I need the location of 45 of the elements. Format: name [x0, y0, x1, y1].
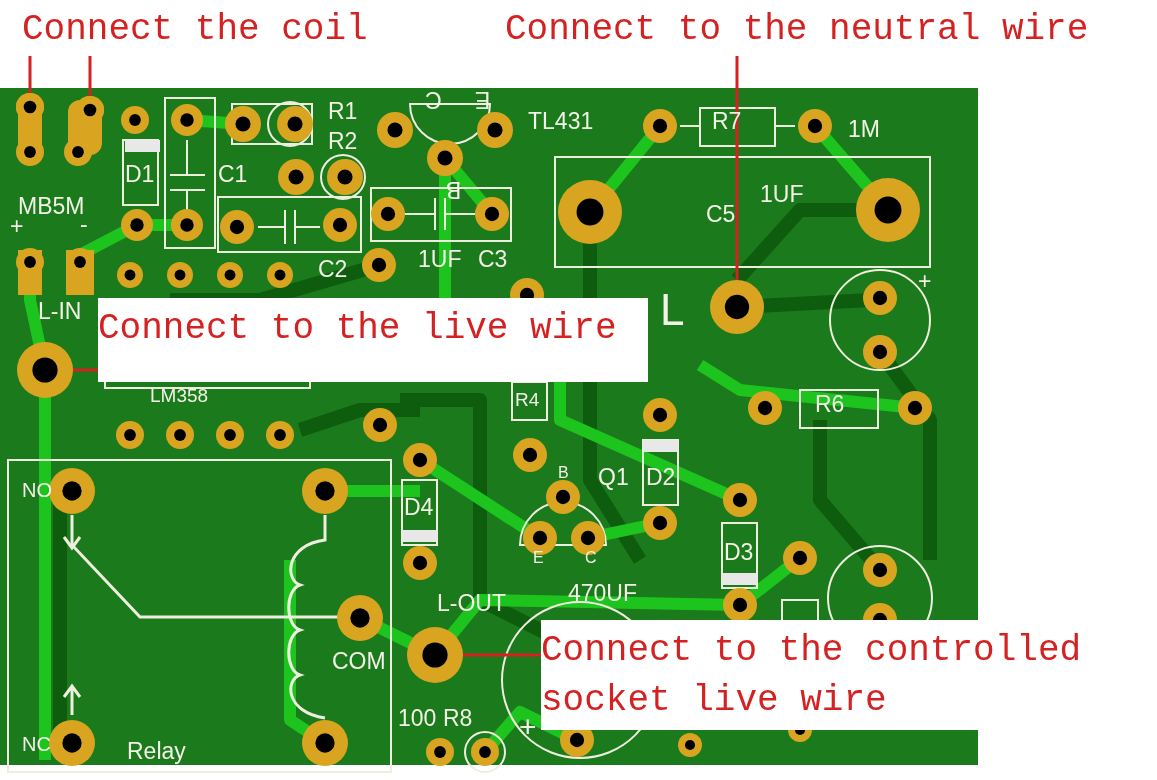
silkscreen-label: B: [446, 178, 462, 201]
silkscreen-label: 100: [398, 707, 437, 730]
silkscreen-label: D4: [404, 496, 434, 519]
silkscreen-label: D3: [724, 541, 754, 564]
silkscreen-label: L-OUT: [437, 592, 506, 615]
silkscreen-label: C1: [218, 163, 248, 186]
leader-line: [28, 56, 32, 93]
leader-line: [735, 56, 739, 280]
silkscreen-label: +: [10, 215, 24, 238]
silkscreen-label: 470UF: [568, 582, 638, 605]
silkscreen-label: COM: [332, 650, 386, 673]
silkscreen-label: E: [475, 88, 491, 111]
annotation-text: Connect to the neutral wire: [505, 4, 1103, 56]
silkscreen-label: TL431: [528, 110, 594, 133]
annotation-text: Connect the coil: [22, 4, 374, 56]
silkscreen-label: C2: [318, 258, 348, 281]
solder-pad: [17, 342, 73, 398]
silkscreen-label: L-IN: [38, 300, 82, 323]
leader-line: [463, 653, 541, 657]
silkscreen-label: R1: [328, 100, 358, 123]
silkscreen-label: C5: [706, 203, 736, 226]
leader-line: [88, 56, 92, 96]
silkscreen-label: R6: [815, 393, 845, 416]
silkscreen-label: 1M: [848, 118, 880, 141]
silkscreen-label: +: [519, 712, 537, 742]
solder-pad: [407, 627, 463, 683]
silkscreen-label: B: [558, 465, 569, 481]
silkscreen-label: NC: [22, 734, 51, 754]
silkscreen-label: C: [425, 88, 442, 111]
silkscreen-label: Relay: [127, 740, 186, 763]
silkscreen-label: D2: [646, 466, 676, 489]
silkscreen-label: C3: [478, 248, 508, 271]
silkscreen-label: R2: [328, 130, 358, 153]
leader-line: [73, 368, 98, 372]
silkscreen-label: D1: [125, 163, 155, 186]
silkscreen-label: R8: [443, 707, 473, 730]
silkscreen-label: 1UF: [418, 248, 462, 271]
silkscreen-label: R4: [515, 390, 540, 409]
silkscreen-label: Q1: [598, 466, 629, 489]
annotation-callout: Connect to the live wire: [98, 298, 648, 382]
solder-pad: [710, 280, 764, 334]
silkscreen-label: 1UF: [760, 183, 804, 206]
silkscreen-label: +: [918, 270, 932, 293]
silkscreen-label: LM358: [150, 386, 209, 405]
silkscreen-label: L: [660, 288, 685, 332]
